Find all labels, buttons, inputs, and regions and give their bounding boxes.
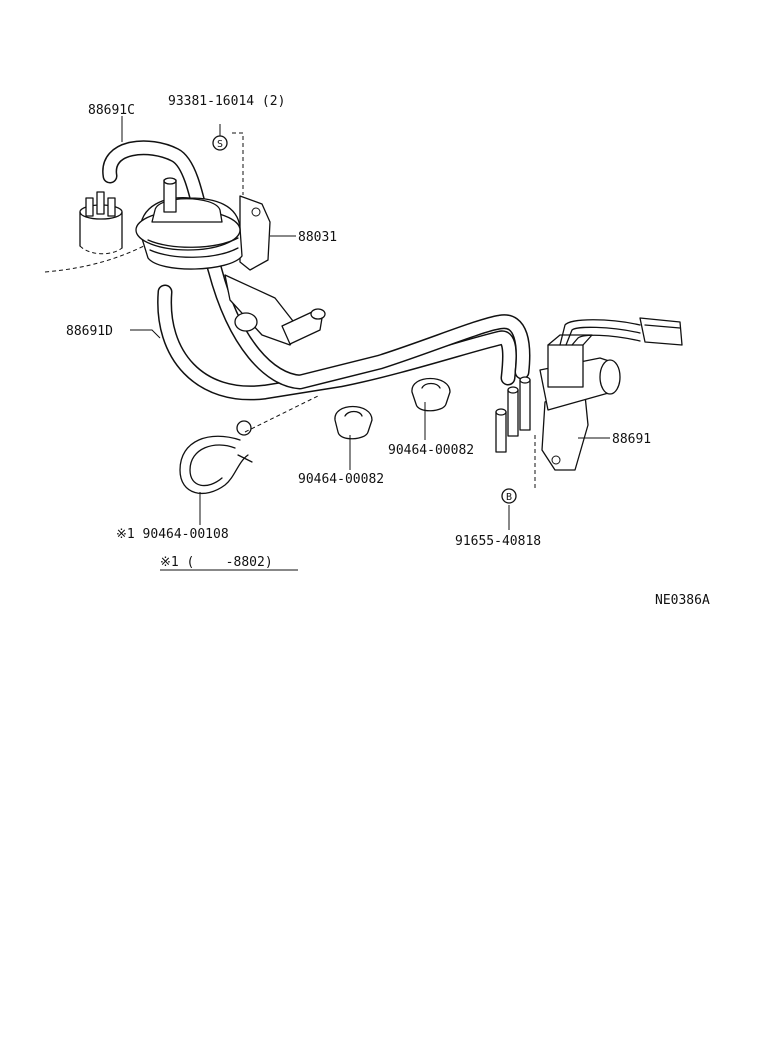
bolt-symbol-s: S bbox=[212, 135, 228, 151]
svg-text:B: B bbox=[506, 492, 512, 503]
hose-88691d bbox=[157, 284, 518, 401]
label-90464-00108: ※1 90464-00108 bbox=[116, 527, 229, 542]
hose-clip-right bbox=[411, 378, 451, 412]
label-88691c: 88691C bbox=[88, 103, 135, 118]
label-88691: 88691 bbox=[612, 432, 651, 447]
label-88691d: 88691D bbox=[66, 324, 113, 339]
footnote-8802: ※1 ( -8802) bbox=[160, 555, 273, 570]
label-90464-00082-right: 90464-00082 bbox=[388, 443, 474, 458]
band-clamp bbox=[179, 420, 253, 494]
screw-symbol-b: B bbox=[501, 488, 517, 504]
distributor-cap bbox=[44, 191, 149, 273]
vsv-88691 bbox=[495, 317, 683, 471]
hose-clip-left bbox=[334, 406, 373, 440]
figure-code: NE0386A bbox=[655, 593, 710, 608]
label-90464-00082-left: 90464-00082 bbox=[298, 472, 384, 487]
label-93381-16014: 93381-16014 (2) bbox=[168, 94, 285, 109]
label-88031: 88031 bbox=[298, 230, 337, 245]
vacuum-modulator-88031 bbox=[135, 177, 326, 346]
label-91655-40818: 91655-40818 bbox=[455, 534, 541, 549]
svg-text:S: S bbox=[217, 139, 223, 150]
hose-88691c bbox=[102, 140, 531, 390]
